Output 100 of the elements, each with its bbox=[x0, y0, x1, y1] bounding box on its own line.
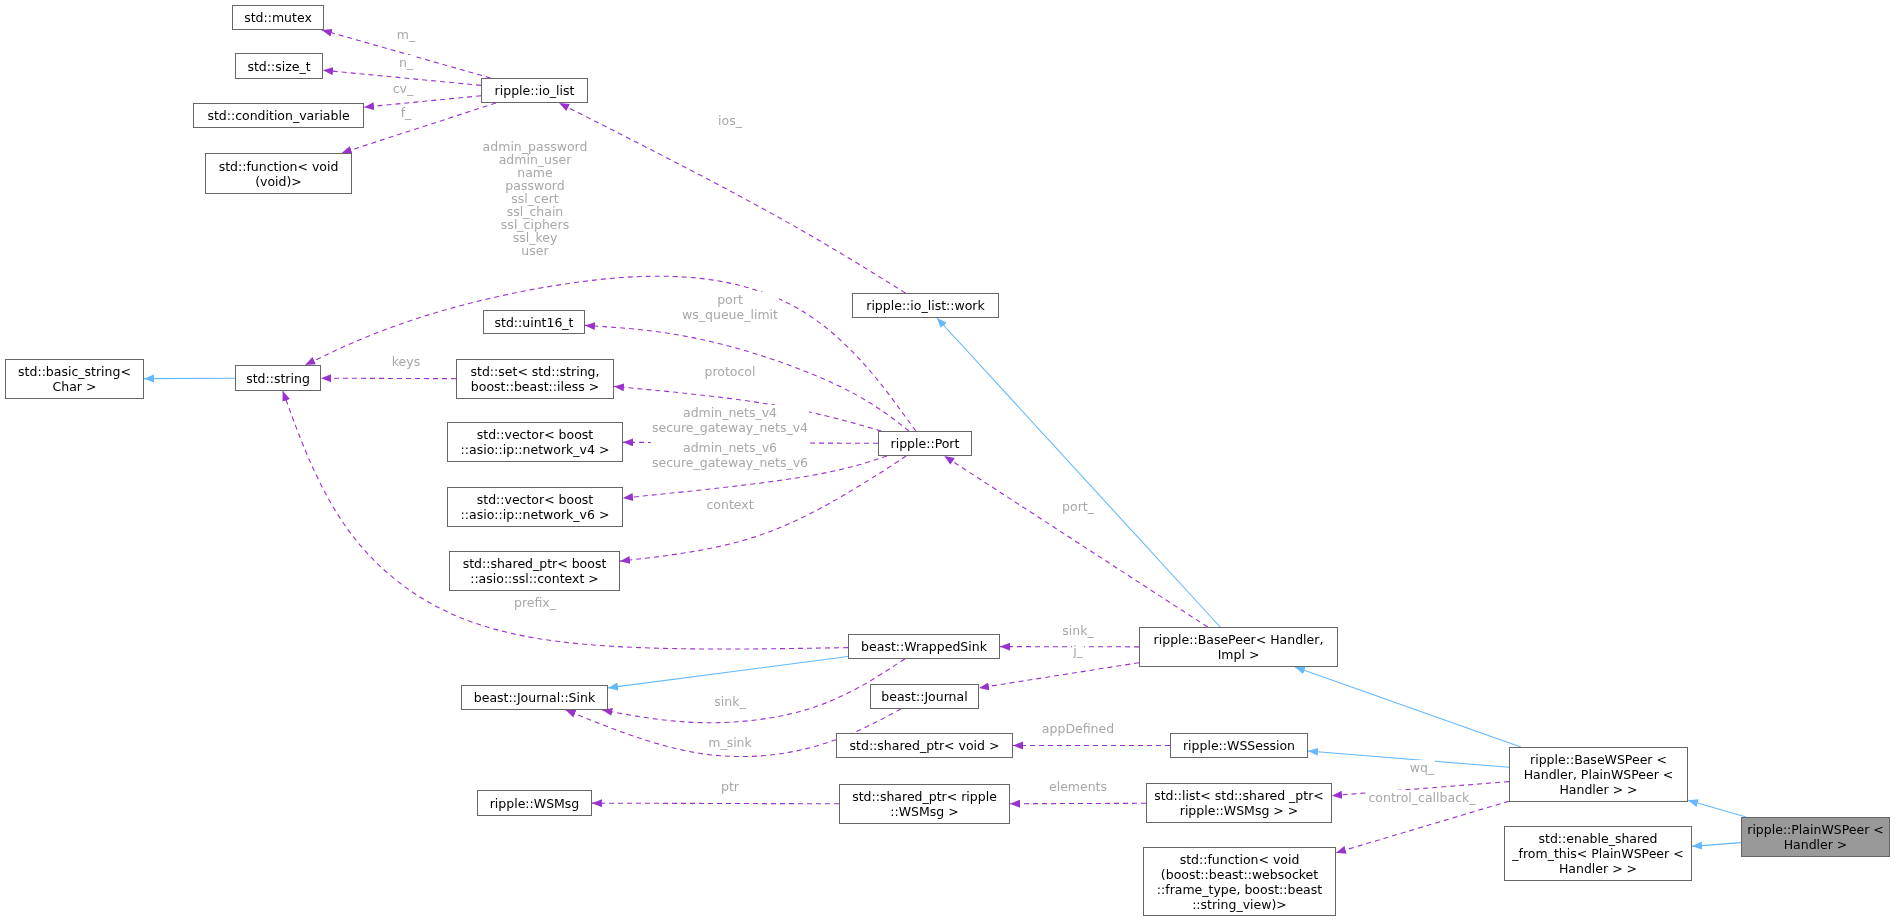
edge-label: admin_password admin_user name password ssl_cert ssl_chain ssl_ciphers ssl_key user bbox=[481, 140, 589, 257]
class-box bbox=[205, 153, 352, 194]
inheritance-arrow bbox=[143, 374, 236, 383]
class-name: ripple::BasePeer< Handler, Impl > bbox=[1152, 632, 1325, 662]
edge-label: sink_ bbox=[1061, 623, 1095, 638]
dashed-arrow bbox=[622, 455, 888, 501]
class-name: std::uint16_t bbox=[494, 314, 574, 330]
class-box bbox=[870, 684, 979, 709]
dashed-arrow bbox=[565, 708, 902, 758]
edge-label: context bbox=[705, 497, 755, 512]
inheritance-arrow bbox=[1691, 841, 1742, 850]
class-box bbox=[193, 103, 364, 128]
inheritance-arrow bbox=[1687, 799, 1747, 818]
inheritance-arrow bbox=[936, 317, 1221, 628]
dashed-arrow bbox=[363, 95, 482, 111]
dashed-arrow bbox=[1335, 800, 1510, 854]
edge-label: port_ bbox=[1061, 499, 1095, 514]
class-box bbox=[1509, 747, 1688, 802]
inheritance-arrow bbox=[1307, 747, 1510, 768]
class-name: std::enable_shared _from_this< PlainWSPeer < Handler > > bbox=[1511, 831, 1685, 876]
dashed-arrow bbox=[613, 383, 882, 432]
edge-label: sink_ bbox=[713, 694, 747, 709]
class-name: ripple::io_list bbox=[494, 83, 575, 98]
inheritance-arrow bbox=[1294, 666, 1522, 748]
edge-label: control_callback_ bbox=[1367, 790, 1477, 805]
class-name: std::shared_ptr< void > bbox=[849, 738, 1000, 753]
class-box bbox=[848, 634, 1000, 659]
class-box bbox=[447, 422, 623, 462]
class-box bbox=[1143, 847, 1336, 916]
edge-label: j_ bbox=[1072, 643, 1084, 658]
class-box bbox=[5, 359, 144, 399]
edge-label: n_ bbox=[397, 55, 415, 70]
class-box bbox=[1139, 627, 1338, 667]
class-box bbox=[456, 359, 614, 399]
class-name: beast::Journal bbox=[881, 689, 968, 704]
class-name: std::function< void (void)> bbox=[217, 158, 340, 189]
class-name: std::basic_string< Char > bbox=[17, 364, 132, 394]
class-box bbox=[836, 733, 1013, 758]
dashed-arrow bbox=[1009, 799, 1147, 808]
dashed-arrow bbox=[978, 662, 1140, 691]
edge-label: ios_ bbox=[717, 113, 743, 128]
dashed-arrow bbox=[943, 455, 1209, 628]
class-box bbox=[235, 365, 321, 391]
edge-label: admin_nets_v6 secure_gateway_nets_v6 bbox=[650, 440, 810, 470]
class-name: std::function< void (boost::beast::websocket ::frame_type, boost::beast ::string_view)> bbox=[1155, 851, 1324, 912]
class-box bbox=[477, 790, 592, 816]
class-box bbox=[1504, 826, 1692, 881]
edge-label: wq_ bbox=[1408, 760, 1436, 775]
class-name: std::shared_ptr< ripple ::WSMsg > bbox=[851, 789, 998, 819]
class-name: ripple::PlainWSPeer < Handler > bbox=[1746, 822, 1885, 852]
class-box bbox=[1146, 783, 1332, 823]
class-box bbox=[449, 551, 620, 591]
class-name: std::size_t bbox=[247, 58, 311, 74]
class-name: std::string bbox=[246, 370, 310, 386]
dashed-arrow bbox=[304, 275, 917, 432]
dashed-arrow bbox=[282, 390, 849, 650]
dashed-arrow bbox=[321, 28, 492, 79]
dashed-arrow bbox=[322, 67, 482, 86]
dashed-arrow bbox=[558, 102, 906, 294]
class-name: std::vector< boost ::asio::ip::network_v4 > bbox=[459, 427, 611, 457]
edge-label: f_ bbox=[399, 105, 413, 120]
inheritance-arrow bbox=[607, 655, 849, 691]
class-name: ripple::WSSession bbox=[1182, 738, 1296, 753]
class-name: std::set< std::string, boost::beast::iless > bbox=[469, 364, 601, 394]
dashed-arrow bbox=[1012, 741, 1171, 750]
class-name: beast::Journal::Sink bbox=[473, 690, 596, 705]
class-name: ripple::WSMsg bbox=[489, 795, 580, 811]
edge-label: appDefined bbox=[1040, 721, 1116, 736]
class-name: std::condition_variable bbox=[207, 108, 350, 123]
class-name: std::list< std::shared _ptr< ripple::WSMsg > > bbox=[1153, 788, 1325, 818]
class-name: std::vector< boost ::asio::ip::network_v6 > bbox=[459, 492, 611, 522]
dashed-arrow bbox=[584, 322, 910, 432]
edge-label: protocol bbox=[703, 364, 757, 379]
edge-label: elements bbox=[1047, 779, 1109, 794]
edge-label: ptr bbox=[720, 779, 740, 794]
dashed-arrow bbox=[619, 455, 907, 564]
class-box bbox=[461, 685, 608, 710]
class-box bbox=[483, 310, 585, 334]
class-name: beast::WrappedSink bbox=[861, 639, 987, 654]
class-name: ripple::Port bbox=[890, 436, 960, 451]
class-box bbox=[481, 78, 588, 103]
class-name: ripple::BaseWSPeer < Handler, PlainWSPeer < Handler > > bbox=[1522, 752, 1675, 797]
class-name: std::mutex bbox=[244, 10, 312, 25]
edge-label: port ws_queue_limit bbox=[681, 292, 779, 322]
edge-label: keys bbox=[390, 354, 422, 369]
dashed-arrow bbox=[999, 642, 1140, 651]
dashed-arrow bbox=[341, 102, 497, 154]
class-box bbox=[852, 293, 999, 318]
class-box bbox=[232, 5, 324, 30]
dashed-arrow bbox=[320, 374, 457, 383]
class-box bbox=[1170, 733, 1308, 758]
class-name: ripple::io_list::work bbox=[866, 298, 985, 313]
dashed-arrow bbox=[601, 658, 906, 724]
edge-label: admin_nets_v4 secure_gateway_nets_v4 bbox=[650, 405, 810, 435]
class-box bbox=[878, 431, 972, 456]
class-name: std::shared_ptr< boost ::asio::ssl::context > bbox=[461, 556, 608, 586]
class-box bbox=[447, 487, 623, 527]
edge-label: prefix_ bbox=[513, 595, 557, 610]
class-box bbox=[839, 784, 1010, 824]
class-box bbox=[235, 53, 323, 79]
